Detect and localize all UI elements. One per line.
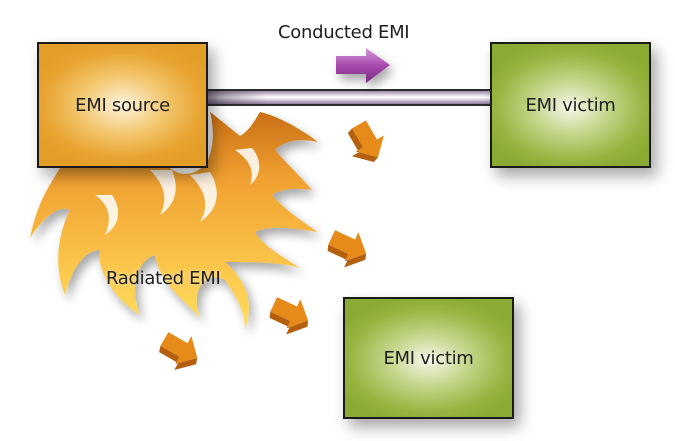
cable-shade xyxy=(206,91,266,104)
conducted-arrow xyxy=(336,48,390,83)
flame-gap xyxy=(150,170,176,215)
conductive-cable xyxy=(206,89,492,106)
flame-gap xyxy=(95,195,119,235)
emi-victim-conducted-box: EMI victim xyxy=(490,42,651,168)
emi-victim-radiated-label: EMI victim xyxy=(383,347,474,369)
emi-source-label: EMI source xyxy=(75,94,170,116)
emi-victim-radiated-box: EMI victim xyxy=(343,297,514,419)
radiated-arrow xyxy=(347,120,384,163)
conducted-emi-label: Conducted EMI xyxy=(278,22,410,43)
radiated-emi-label: Radiated EMI xyxy=(106,268,221,289)
radiated-arrow xyxy=(159,332,198,371)
flame-gap xyxy=(190,172,217,222)
radiated-arrow xyxy=(269,297,309,335)
radiation-flame xyxy=(30,112,318,330)
radiated-arrow xyxy=(327,230,367,268)
emi-victim-conducted-label: EMI victim xyxy=(525,94,616,116)
flame-gap xyxy=(235,148,260,185)
emi-source-box: EMI source xyxy=(37,42,208,168)
